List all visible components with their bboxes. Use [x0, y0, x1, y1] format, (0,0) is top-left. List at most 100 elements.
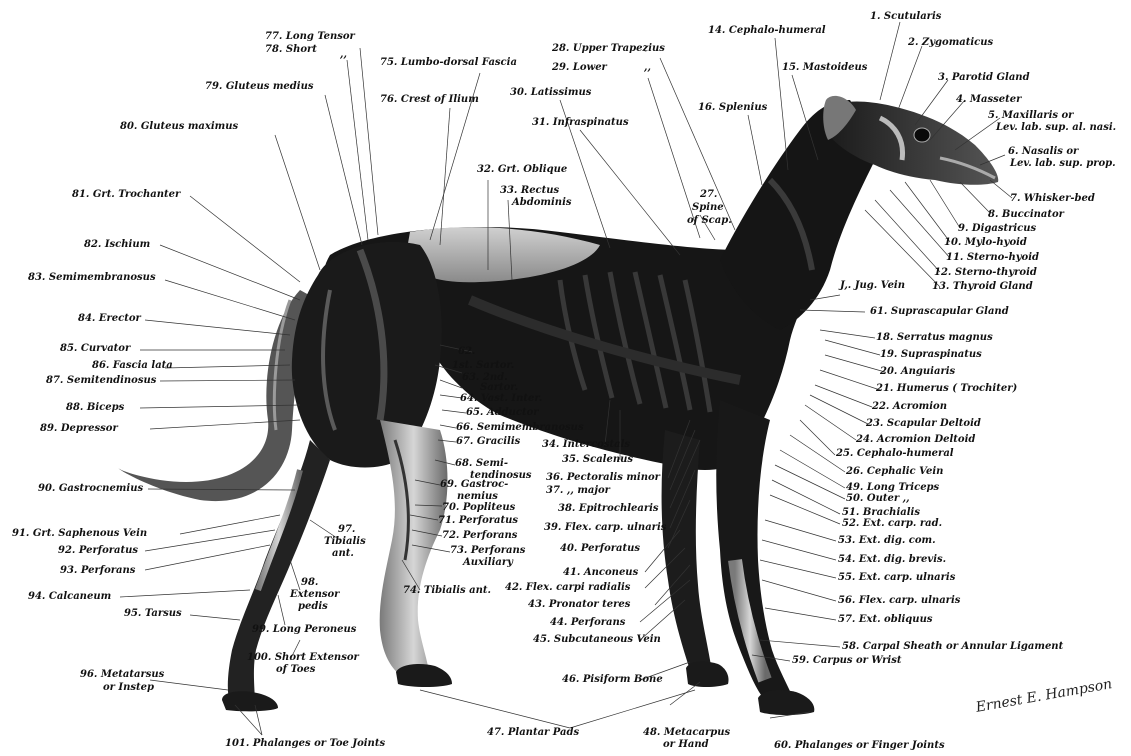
- label-20: 20. Anguiaris: [880, 367, 955, 377]
- label-101: 101. Phalanges or Toe Joints: [225, 739, 385, 749]
- label-50: 50. Outer ,,: [846, 494, 910, 504]
- label-86: 86. Fascia lata: [92, 361, 173, 371]
- label-83: 83. Semimembranosus: [28, 273, 156, 283]
- label-jugular-vein: J,. Jug. Vein: [840, 281, 905, 291]
- label-42: 42. Flex. carpi radialis: [505, 583, 630, 593]
- label-33a: 33. Rectus: [500, 186, 559, 196]
- label-61: 61. Suprascapular Gland: [870, 307, 1009, 317]
- fore-paw-rear: [686, 661, 729, 687]
- label-70: 70. Popliteus: [442, 503, 515, 513]
- label-5a: 5. Maxillaris or: [988, 111, 1073, 121]
- label-8: 8. Buccinator: [988, 210, 1064, 220]
- label-10: 10. Mylo-hyoid: [944, 238, 1027, 248]
- label-37: 37. ,, major: [546, 486, 610, 496]
- label-98a: 98.: [301, 578, 318, 588]
- label-44: 44. Perforans: [550, 618, 625, 628]
- label-59: 59. Carpus or Wrist: [792, 656, 901, 666]
- label-65: 65. Adductor: [466, 408, 539, 418]
- label-52: 52. Ext. carp. rad.: [842, 519, 942, 529]
- label-55: 55. Ext. carp. ulnaris: [838, 573, 955, 583]
- label-32: 32. Grt. Oblique: [477, 165, 567, 175]
- label-34: 34. Intercostals: [542, 440, 630, 450]
- label-51: 51. Brachialis: [842, 508, 920, 518]
- label-90: 90. Gastrocnemius: [38, 484, 143, 494]
- label-75: 75. Lumbo-dorsal Fascia: [380, 58, 517, 68]
- label-25: 25. Cephalo-humeral: [836, 449, 954, 459]
- label-98c: pedis: [298, 602, 328, 612]
- label-1: 1. Scutularis: [870, 12, 941, 22]
- label-63b: Sartor.: [480, 383, 518, 393]
- label-80: 80. Gluteus maximus: [120, 122, 238, 132]
- label-67: 67. Gracilis: [456, 437, 520, 447]
- label-41: 41. Anconeus: [563, 568, 638, 578]
- label-27a: 27.: [700, 190, 717, 200]
- label-96a: 96. Metatarsus: [80, 670, 164, 680]
- label-11: 11. Sterno-hyoid: [946, 253, 1039, 263]
- label-6b: Lev. lab. sup. prop.: [1010, 159, 1116, 169]
- label-46: 46. Pisiform Bone: [562, 675, 663, 685]
- label-40: 40. Perforatus: [560, 544, 640, 554]
- fore-paw-near: [758, 690, 814, 715]
- label-38: 38. Epitrochlearis: [558, 504, 659, 514]
- label-72: 72. Perforans: [442, 531, 517, 541]
- label-97c: ant.: [332, 549, 354, 559]
- label-33b: Abdominis: [512, 198, 572, 208]
- label-39: 39. Flex. carp. ulnaris: [544, 523, 666, 533]
- label-99: 99. Long Peroneus: [252, 625, 356, 635]
- label-19: 19. Supraspinatus: [880, 350, 982, 360]
- label-53: 53. Ext. dig. com.: [838, 536, 936, 546]
- label-78: 78. Short: [265, 45, 317, 55]
- label-56: 56. Flex. carp. ulnaris: [838, 596, 960, 606]
- label-57: 57. Ext. obliquus: [838, 615, 932, 625]
- label-48a: 48. Metacarpus: [643, 728, 730, 738]
- label-62b: 1st. Sartor.: [452, 361, 514, 371]
- label-22: 22. Acromion: [872, 402, 947, 412]
- label-12: 12. Sterno-thyroid: [934, 268, 1037, 278]
- label-62a: 62.: [458, 347, 475, 357]
- label-60: 60. Phalanges or Finger Joints: [774, 741, 945, 751]
- label-27b: Spine: [692, 203, 724, 213]
- label-28: 28. Upper Trapezius: [552, 44, 665, 54]
- label-30: 30. Latissimus: [510, 88, 591, 98]
- label-88: 88. Biceps: [66, 403, 124, 413]
- label-79: 79. Gluteus medius: [205, 82, 314, 92]
- label-45: 45. Subcutaneous Vein: [533, 635, 661, 645]
- label-3: 3. Parotid Gland: [938, 73, 1030, 83]
- label-31: 31. Infraspinatus: [532, 118, 629, 128]
- label-16: 16. Splenius: [698, 103, 767, 113]
- label-93: 93. Perforans: [60, 566, 135, 576]
- label-71: 71. Perforatus: [438, 516, 518, 526]
- label-73b: Auxiliary: [463, 558, 513, 568]
- label-84: 84. Erector: [78, 314, 141, 324]
- label-78-ditto: ,,: [340, 50, 347, 60]
- label-47: 47. Plantar Pads: [487, 728, 579, 738]
- label-6a: 6. Nasalis or: [1008, 147, 1078, 157]
- label-29: 29. Lower: [552, 63, 607, 73]
- label-49: 49. Long Triceps: [846, 483, 939, 493]
- label-97a: 97.: [338, 525, 355, 535]
- hind-paw-near: [396, 664, 452, 687]
- label-36: 36. Pectoralis minor: [546, 473, 660, 483]
- label-91: 91. Grt. Saphenous Vein: [12, 529, 147, 539]
- label-100a: 100. Short Extensor: [247, 653, 359, 663]
- label-68a: 68. Semi-: [455, 459, 508, 469]
- label-85: 85. Curvator: [60, 344, 130, 354]
- label-94: 94. Calcaneum: [28, 592, 111, 602]
- label-81: 81. Grt. Trochanter: [72, 190, 180, 200]
- label-95: 95. Tarsus: [124, 609, 182, 619]
- label-54: 54. Ext. dig. brevis.: [838, 555, 946, 565]
- label-29-ditto: ,,: [644, 63, 651, 73]
- label-13: 13. Thyroid Gland: [932, 282, 1033, 292]
- label-15: 15. Mastoideus: [782, 63, 867, 73]
- label-76: 76. Crest of Ilium: [380, 95, 479, 105]
- label-5b: Lev. lab. sup. al. nasi.: [996, 123, 1116, 133]
- label-89: 89. Depressor: [40, 424, 118, 434]
- tail: [118, 290, 318, 501]
- label-98b: Extensor: [290, 590, 339, 600]
- label-82: 82. Ischium: [84, 240, 150, 250]
- label-87: 87. Semitendinosus: [46, 376, 156, 386]
- label-92: 92. Perforatus: [58, 546, 138, 556]
- label-4: 4. Masseter: [956, 95, 1021, 105]
- label-97b: Tibialis: [324, 537, 366, 547]
